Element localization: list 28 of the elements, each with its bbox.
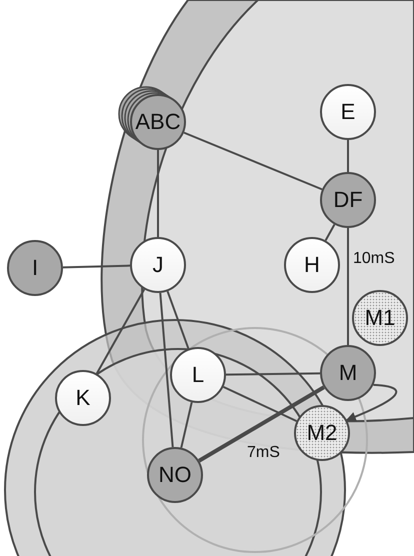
connector-line [198,386,325,462]
node-label: M1 [364,305,396,331]
connector-line [324,224,336,241]
node-label: L [192,362,204,388]
connector-line [222,386,298,422]
node-label: I [32,255,38,281]
connector-line [184,132,322,190]
node-label: J [152,252,164,278]
node-label: K [76,385,90,411]
connector-line [62,264,130,268]
connector-line [347,228,349,345]
node-label: M [338,360,358,386]
node-label: ABC [135,109,181,135]
connector-line [157,150,159,237]
connector-line [159,292,174,448]
node-label: DF [333,187,363,213]
node-label: E [340,99,356,125]
connector-line [346,384,398,422]
edge-label: 7mS [246,444,281,462]
connector-line [347,140,349,172]
edge-label: 10mS [352,250,396,268]
node-label: NO [158,462,192,488]
node-label: H [304,252,320,278]
node-label: M2 [306,420,338,446]
connector-line [96,288,146,374]
connector-line [180,402,193,448]
connector-line [226,372,320,376]
connector-line [166,290,190,350]
